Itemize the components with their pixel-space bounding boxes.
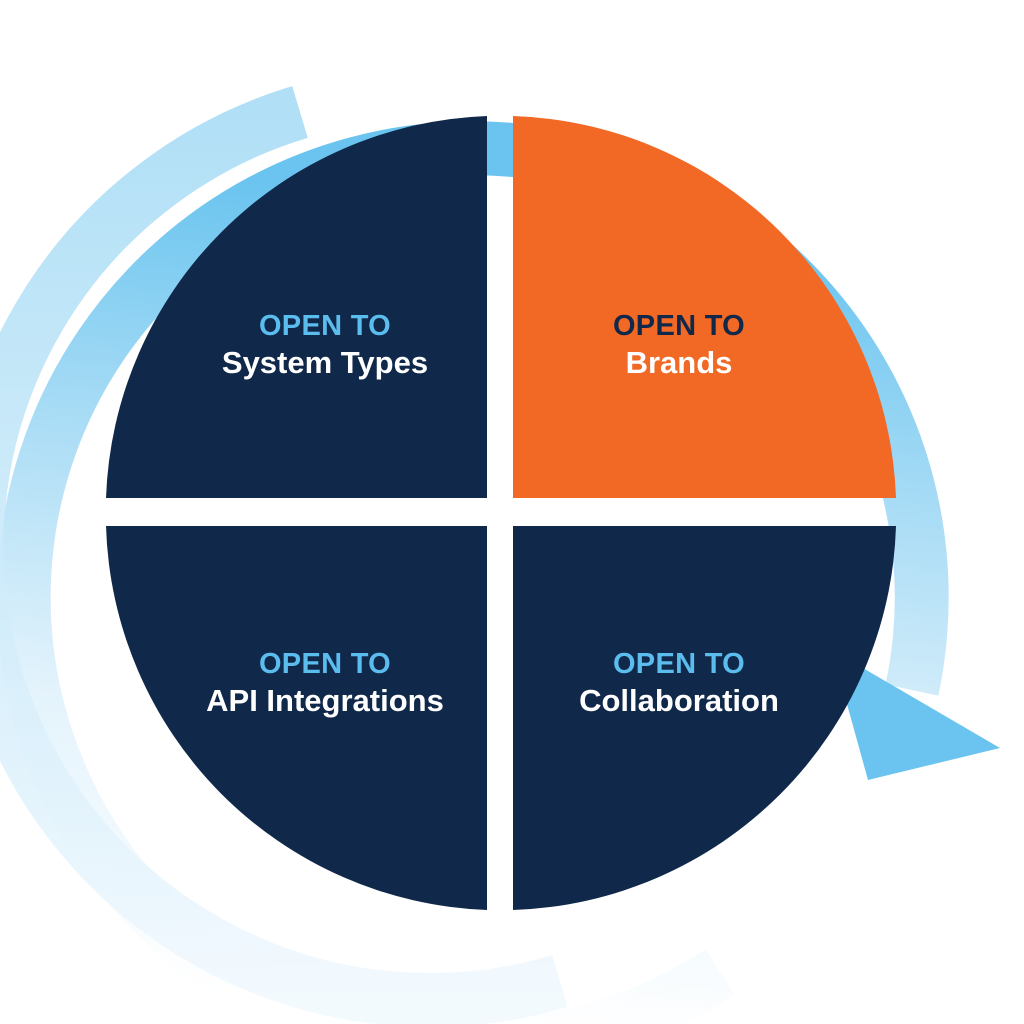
title-text: Brands	[625, 345, 733, 381]
kicker-text: OPEN TO	[258, 648, 392, 680]
quadrant-bottom-left	[106, 526, 487, 910]
kicker-text: OPEN TO	[258, 310, 392, 342]
quadrant-label-api-integrations: OPEN TO API Integrations	[175, 646, 475, 721]
kicker-text: OPEN TO	[612, 310, 746, 342]
quadrant-top-right	[513, 116, 896, 498]
quadrant-label-brands: OPEN TO Brands	[529, 308, 829, 383]
kicker-text: OPEN TO	[612, 648, 746, 680]
title-text: API Integrations	[206, 683, 444, 719]
title-text: Collaboration	[579, 683, 779, 719]
cycle-arrow-ring-left	[0, 86, 568, 1024]
title-text: System Types	[221, 345, 429, 381]
quadrant-label-collaboration: OPEN TO Collaboration	[529, 646, 829, 721]
quadrant-top-left	[106, 116, 487, 498]
quadrant-label-system-types: OPEN TO System Types	[175, 308, 475, 383]
quadrant-bottom-right	[513, 526, 896, 910]
cycle-arrowhead	[832, 650, 1000, 780]
